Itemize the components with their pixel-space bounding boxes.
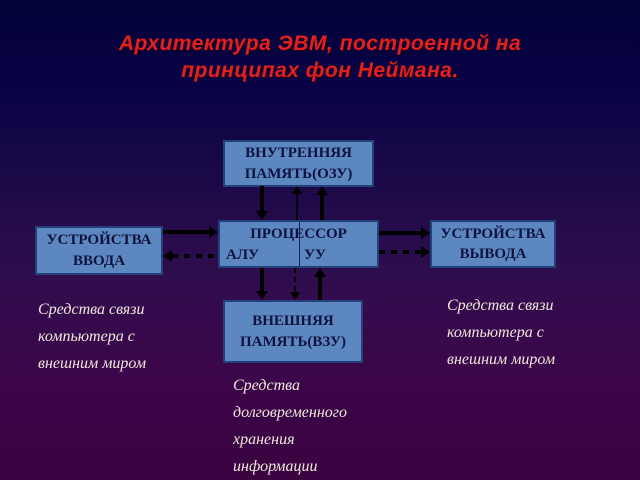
arrow-cpu-to-output-control [379,246,430,258]
block-processor: ПРОЦЕССОР АЛУ УУ [218,220,379,268]
block-input-devices: УСТРОЙСТВА ВВОДА [35,226,163,275]
block-output-devices: УСТРОЙСТВА ВЫВОДА [430,220,556,268]
caption-storage-note: Средства долговременного хранения информ… [233,377,347,475]
arrow-cpu-to-output [379,227,430,239]
alu-label: АЛУ [226,247,260,263]
arrow-input-to-cpu [163,226,218,238]
block-internal-memory: ВНУТРЕННЯЯ ПАМЯТЬ(ОЗУ) [223,140,374,187]
caption-input-note: Средства связи компьютера с внешним миро… [38,301,147,372]
arrow-cpu-to-external-memory [256,268,268,300]
caption-output-note: Средства связи компьютера с внешним миро… [447,297,556,368]
arrow-cpu-to-input-control [163,250,218,262]
block-external-memory: ВНЕШНЯЯ ПАМЯТЬ(ВЗУ) [223,300,363,363]
processor-label: ПРОЦЕССОР [250,226,347,242]
arrow-cpu-to-external-memory-control [290,268,300,300]
slide-title: Архитектура ЭВМ, построенной на принципа… [118,32,522,83]
arrow-ram-to-cpu [256,186,268,220]
arrow-external-memory-to-cpu [314,268,326,300]
arrow-cpu-to-ram [316,186,328,220]
processor-divider-line [298,222,300,266]
arrow-cpu-to-ram-control [292,186,302,220]
control-unit-label: УУ [304,247,327,263]
